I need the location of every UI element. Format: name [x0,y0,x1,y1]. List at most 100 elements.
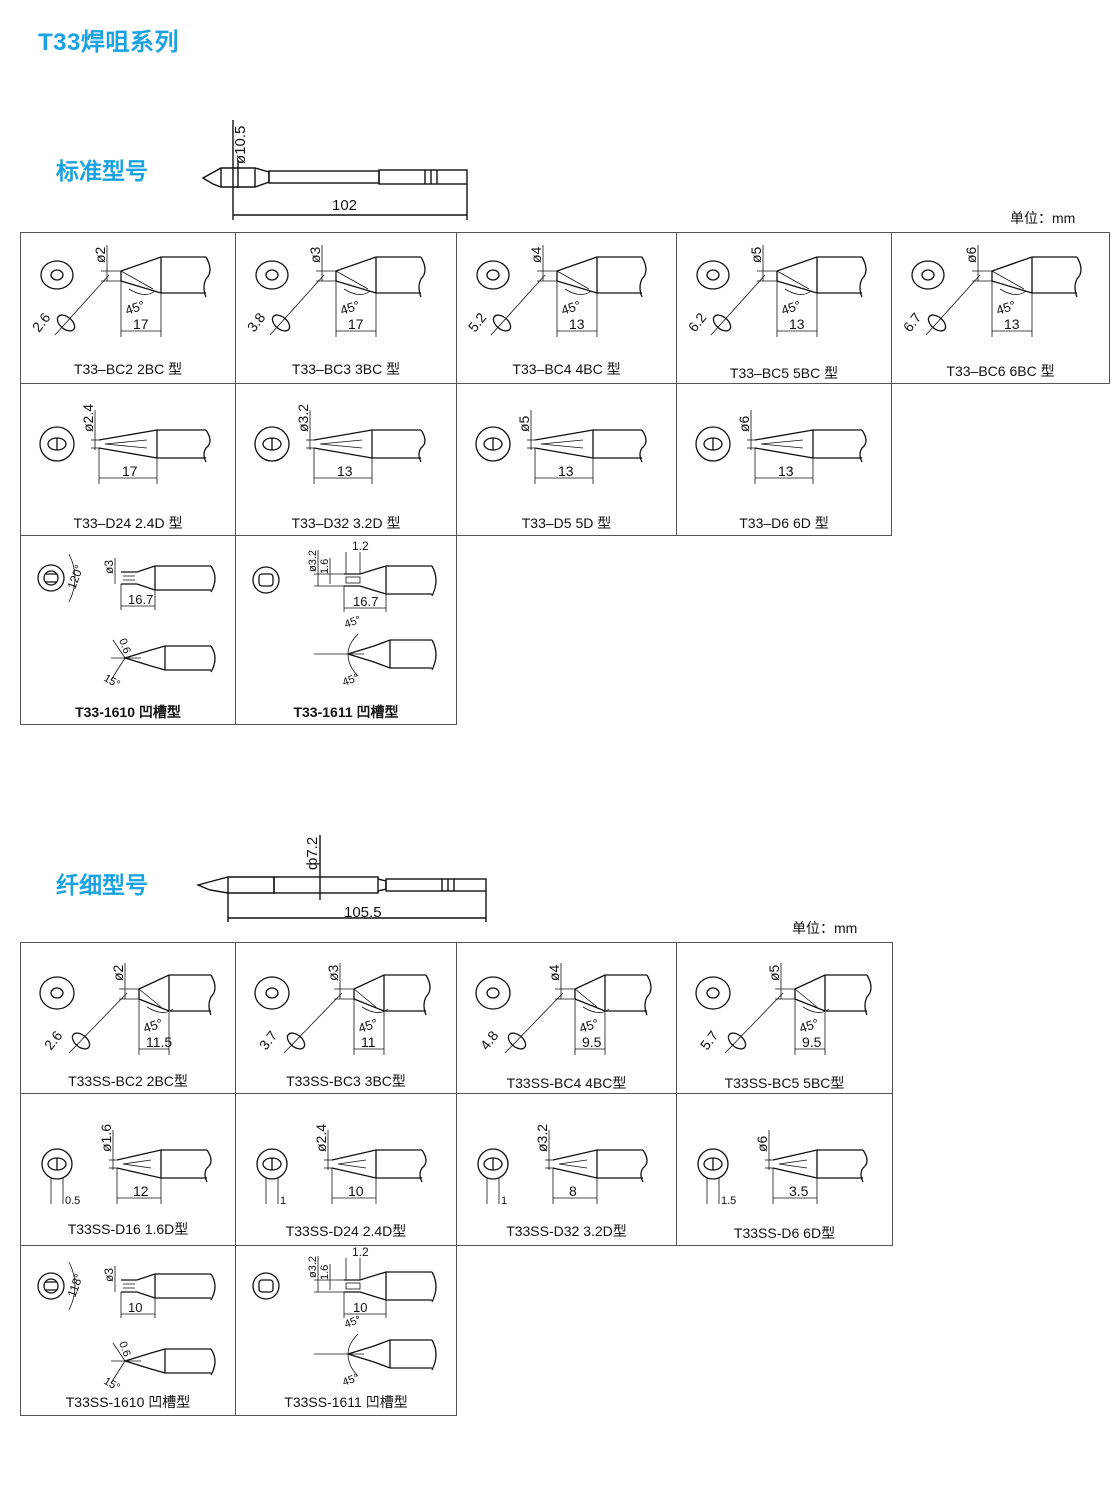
dimension-label: 45° [123,298,146,318]
drawing-stroke [347,633,359,655]
drawing-stroke [138,998,211,1012]
dimension-label: ø2 [110,964,126,981]
slim-overview-drawing [195,835,487,922]
standard-unit-label: 单位：mm [1010,210,1076,226]
dimension-label: ø5 [748,246,764,263]
dimension-label: 6.2 [685,309,710,334]
dimension-label: 17 [122,463,138,479]
dimension-label: 1.6 [319,1265,331,1280]
dimension-label: 9.5 [802,1034,822,1050]
tip-caption: T33SS-BC3 3BC型 [286,1073,406,1089]
tip-drawing: 45°ø59.55.7 [695,963,872,1055]
dimension-label: 45° [141,1016,164,1036]
tip-drawing: ø3.281 [477,1124,648,1207]
drawing-stroke [319,439,363,449]
drawing-stroke [112,639,126,659]
dimension-label: 11.5 [146,1034,172,1050]
drawing-stroke [123,1283,135,1289]
dimension-label: 12 [133,1183,149,1199]
dimension-label: ø5 [766,964,782,981]
drawing-stroke [772,1149,863,1161]
front-view-outer [254,426,290,462]
front-view-outer [695,976,731,1010]
tip-cell: ø2.4 17 T33–D24 2.4D 型 [20,384,236,536]
drawing-stroke [504,992,564,1054]
tip-caption: T33SS-D32 3.2D型 [506,1223,627,1239]
tip-caption: T33–D24 2.4D 型 [73,515,183,531]
drawing-stroke [331,1149,422,1161]
front-view-inner [258,573,274,587]
dimension-label: ø3.2 [307,550,319,572]
drawing-stroke [802,1006,830,1013]
front-view-outer [477,1148,509,1180]
drawing-stroke [203,256,211,298]
tip-caption: T33–BC6 6BC 型 [946,363,1055,379]
drawing-stroke [68,992,128,1054]
drawing-stroke [540,439,584,449]
drawing-stroke [204,1149,212,1183]
dimension-label: ø3 [325,964,341,981]
dimension-label: 3.5 [789,1183,809,1199]
drawing-stroke [860,1149,868,1183]
front-view-outer [252,1272,280,1300]
drawing-stroke [313,447,421,459]
drawing-stroke [344,585,432,595]
front-view-outer [252,566,280,594]
drawing-stroke [754,447,862,459]
drawing-stroke [138,974,211,990]
drawing-stroke [104,439,148,449]
dimension-label: 1.5 [721,1195,736,1207]
front-view-outer [40,260,74,290]
grid-line [20,232,1110,233]
dimension-label: 0.6 [116,1340,133,1358]
dimension-label: 9.5 [582,1034,602,1050]
dimension-label: ø3 [102,560,116,574]
dimension-label: ø2.4 [80,404,96,432]
drawing-stroke [1074,256,1082,298]
front-view-outer [475,976,511,1010]
drawing-stroke [343,288,371,295]
dimension-label: 13 [337,463,353,479]
drawing-stroke [760,439,804,449]
drawing-stroke [574,998,647,1012]
tip-caption: T33SS-D16 1.6D型 [67,1221,189,1237]
drawing-stroke [552,1167,643,1179]
drawing-stroke [639,429,647,463]
drawing-stroke [121,565,211,573]
dimension-label: 45° [779,298,802,318]
tip-caption: T33–BC3 3BC 型 [291,361,401,377]
drawing-stroke [710,274,766,336]
drawing-stroke [45,1281,57,1291]
dimension-label: 0.5 [65,1195,80,1207]
drawing-stroke [353,998,426,1012]
dimension-label: 0.6 [116,637,133,655]
dimension-label: 11 [361,1034,376,1050]
dimension-label: 13 [558,463,574,479]
groove-slot [345,576,361,584]
dimension-label: 17 [133,316,149,332]
drawing-stroke [754,429,862,441]
drawing-stroke [54,274,110,336]
drawing-stroke [347,653,432,669]
drawing-stroke [124,1360,211,1374]
dimension-label: 13 [789,316,805,332]
drawing-stroke [353,974,426,990]
drawing-stroke [210,565,216,593]
drawing-stroke [122,1159,152,1169]
slim-diameter-label: ф7.2 [304,836,321,870]
drawing-stroke [208,974,216,1016]
dimension-label: 10 [128,1300,142,1315]
dimension-label: 5.7 [697,1027,722,1052]
drawing-stroke [344,1291,432,1301]
dimension-label: 45° [343,614,363,631]
drawing-stroke [120,256,206,272]
